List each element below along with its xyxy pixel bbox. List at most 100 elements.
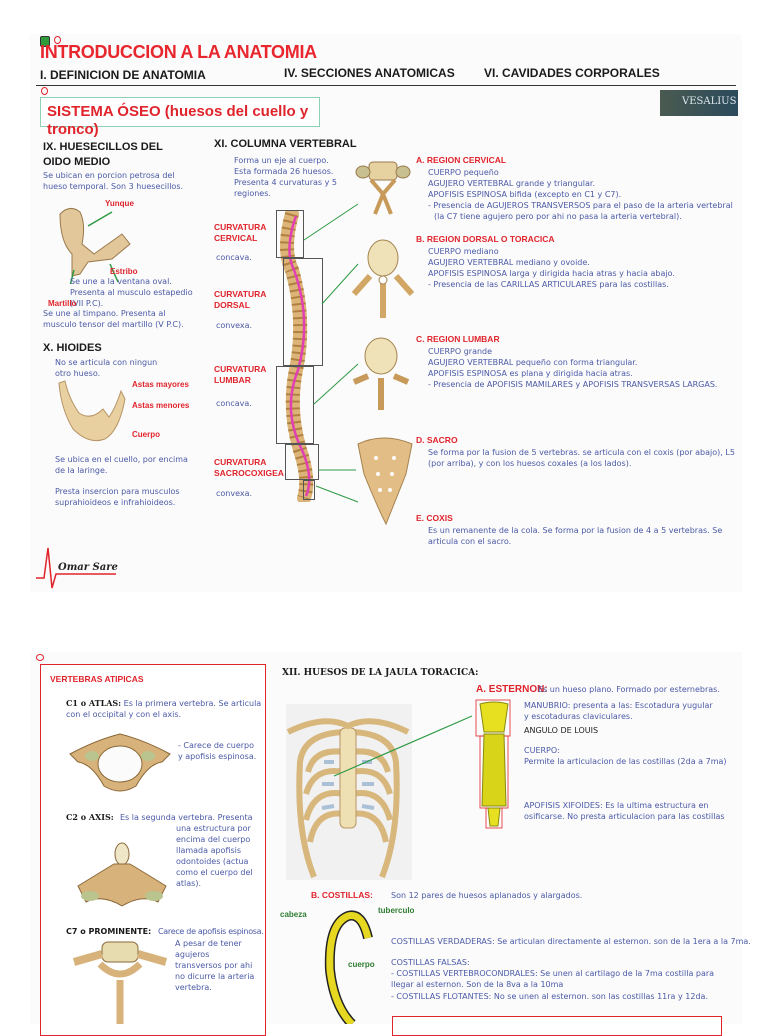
c2-label: C2 o AXIS: (66, 812, 114, 822)
region-line: articula con el sacro. (428, 537, 512, 546)
columna-title: XI. COLUMNA VERTEBRAL (214, 138, 357, 150)
sacro-box (285, 444, 319, 480)
flotantes-desc: - COSTILLAS FLOTANTES: No se unen al est… (391, 992, 708, 1001)
curvatura-sacrocoxigea: CURVATURA SACROCOXIGEA (214, 457, 284, 478)
thoracic-vertebra-illustration (351, 239, 414, 318)
region-line: Es un remanente de la cola. Se forma por… (428, 526, 723, 535)
signature-heartbeat-icon (36, 547, 116, 589)
region-line: AGUJERO VERTEBRAL mediano y ovoide. (428, 258, 590, 267)
region-dorsal-title: B. REGION DORSAL O TORACICA (416, 234, 555, 244)
region-line: CUERPO grande (428, 347, 493, 356)
estribo-desc: Se une a la ventana oval. Presenta al mu… (70, 277, 193, 308)
spine-pointer-arrows (303, 203, 359, 503)
next-panel (392, 1016, 722, 1036)
rib-label-cabeza: cabeza (280, 910, 307, 919)
rib-label-tuberculo: tuberculo (378, 906, 415, 915)
checkbox-icon[interactable] (40, 36, 50, 47)
hioides-desc1: Se ubica en el cuello, por encima de la … (55, 455, 188, 475)
section-banner: SISTEMA ÓSEO (huesos del cuello y tronco… (40, 97, 320, 138)
pin-icon (41, 87, 48, 95)
c7-desc: Carece de apofisis espinosa. (158, 927, 264, 936)
coxis-box (303, 480, 315, 500)
esternon-desc: Es un hueso plano. Formado por esternebr… (538, 685, 720, 694)
cervical-box (276, 210, 304, 258)
region-line: - Presencia de APOFISIS MAMILARES y APOF… (428, 380, 718, 389)
curvatura-lumbar: CURVATURA LUMBAR (214, 364, 267, 385)
region-line: - Presencia de las CARILLAS ARTICULARES … (428, 280, 669, 289)
verdaderas-desc: COSTILLAS VERDADERAS: Se articulan direc… (391, 937, 751, 946)
huesecillos-intro: Se ubican en porcion petrosa del hueso t… (43, 171, 184, 191)
banner-title: SISTEMA ÓSEO (huesos del cuello y tronco… (47, 103, 309, 138)
hioides-intro: No se articula con ningun otro hueso. (55, 358, 158, 378)
hyoid-illustration (58, 380, 126, 442)
jaula-title: XII. HUESOS DE LA JAULA TORACICA: (282, 668, 479, 678)
nav-link-secciones[interactable]: IV. SECCIONES ANATOMICAS (284, 66, 455, 80)
martillo-desc: Se une al timpano. Presenta al musculo t… (43, 309, 184, 329)
dorsal-box (283, 258, 323, 366)
sternum-illustration (475, 699, 511, 829)
costillas-title: B. COSTILLAS: (311, 890, 373, 900)
label-astas-mayores: Astas mayores (132, 380, 189, 389)
curvatura-cervical: CURVATURA CERVICAL (214, 222, 267, 243)
label-yunque: Yunque (105, 199, 134, 208)
region-sacro-title: D. SACRO (416, 435, 458, 445)
c7-label: C7 o PROMINENTE: (66, 927, 152, 936)
region-dorsal: B. REGION DORSAL O TORACICA CUERPO media… (416, 234, 736, 290)
rib-label-cuerpo: cuerpo (348, 960, 375, 969)
xifoides-desc: APOFISIS XIFOIDES: Es la ultima estructu… (524, 801, 725, 821)
c2-block: C2 o AXIS: (66, 812, 114, 823)
huesecillos-title: IX. HUESECILLOS DEL OIDO MEDIO (43, 141, 163, 168)
angulo-louis: ANGULO DE LOUIS (524, 726, 599, 735)
columna-intro: Forma un eje al cuerpo. Esta formada 26 … (234, 156, 337, 198)
signature: Omar Sare (58, 562, 118, 573)
lumbar-box (276, 366, 314, 444)
axis-illustration (77, 842, 167, 907)
hioides-desc2: Presta insercion para musculos suprahioi… (55, 487, 180, 507)
atipicas-title: VERTEBRAS ATIPICAS (50, 674, 144, 684)
c1-note: - Carece de cuerpo y apofisis espinosa. (178, 741, 257, 761)
lumbar-vertebra-illustration (352, 337, 410, 410)
page-title: INTRODUCCION A LA ANATOMIA (40, 42, 317, 62)
pin-icon (36, 654, 44, 661)
sacrum-illustration (357, 437, 413, 526)
region-line: AGUJERO VERTEBRAL pequeño con forma tria… (428, 358, 638, 367)
region-line: CUERPO mediano (428, 247, 499, 256)
sternum-pointer-arrow (333, 715, 473, 777)
cuerpo-desc: Permite la articulacion de las costillas… (524, 757, 727, 766)
label-astas-menores: Astas menores (132, 401, 190, 410)
rib-illustration (324, 910, 373, 1024)
spine-illustration (280, 210, 314, 502)
curvatura-lumbar-type: concava. (216, 399, 252, 408)
label-cuerpo: Cuerpo (132, 430, 160, 439)
atipicas-panel (40, 664, 266, 1036)
curvatura-cervical-type: concava. (216, 253, 252, 262)
curvatura-dorsal-type: convexa. (216, 321, 253, 330)
region-line: - Presencia de AGUJEROS TRANSVERSOS para… (428, 201, 733, 210)
c1-label: C1 o ATLAS: (66, 698, 122, 708)
pin-icon (54, 36, 61, 44)
region-line: APOFISIS ESPINOSA bifida (excepto en C1 … (428, 190, 622, 199)
costillas-desc: Son 12 pares de huesos aplanados y alarg… (391, 891, 583, 900)
ossicles-illustration (59, 208, 131, 284)
manubrio-desc: MANUBRIO: presenta a las: Escotadura yug… (524, 701, 713, 721)
nav-link-cavidades[interactable]: VI. CAVIDADES CORPORALES (484, 66, 660, 80)
vertebrocondrales-desc: - COSTILLAS VERTEBROCONDRALES: Se unen a… (391, 969, 715, 989)
nav-link-definicion[interactable]: I. DEFINICION DE ANATOMIA (40, 68, 206, 82)
hioides-title: X. HIOIDES (43, 342, 102, 354)
region-line: APOFISIS ESPINOSA larga y dirigida hacia… (428, 269, 675, 278)
c7-illustration (72, 941, 168, 1024)
curvatura-sacrocoxigea-type: convexa. (216, 489, 253, 498)
cuerpo-title: CUERPO: (524, 746, 560, 755)
region-line: AGUJERO VERTEBRAL grande y triangular. (428, 179, 595, 188)
region-cervical-title: A. REGION CERVICAL (416, 155, 507, 165)
label-martillo: Martillo (48, 299, 77, 308)
falsas-title: COSTILLAS FALSAS: (391, 958, 470, 967)
region-line: Se forma por la fusion de 5 vertebras. s… (428, 448, 735, 457)
c1-block: C1 o ATLAS: Es la primera vertebra. Se a… (66, 698, 262, 720)
c2-desc: Es la segunda vertebra. Presenta una est… (120, 813, 253, 888)
c1-desc: Es la primera vertebra. Se articula con … (66, 699, 262, 719)
c7-note: A pesar de tener agujeros transversos po… (175, 939, 255, 992)
rib-cage-illustration (286, 704, 412, 880)
region-coxis: E. COXIS Es un remanente de la cola. Se … (416, 513, 736, 547)
page-1: INTRODUCCION A LA ANATOMIA I. DEFINICION… (30, 34, 742, 592)
